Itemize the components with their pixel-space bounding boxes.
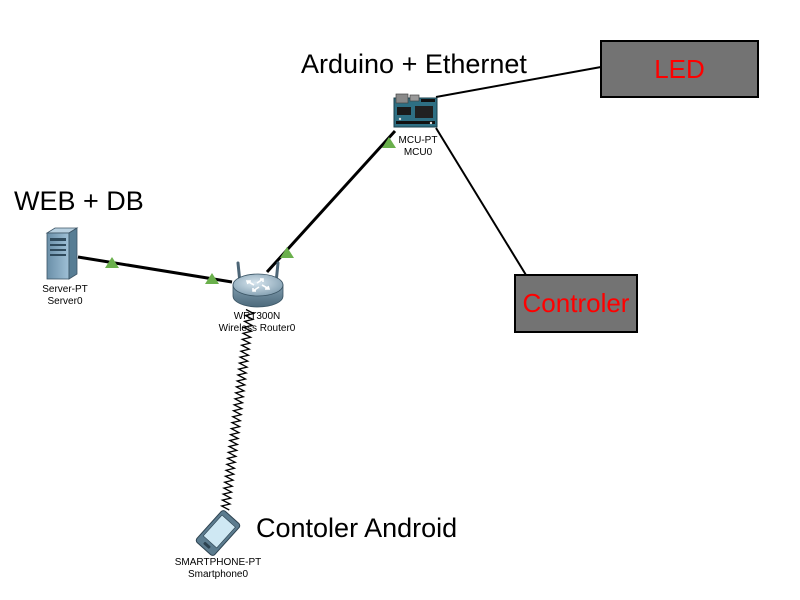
server-label: Server-PT Server0 (42, 284, 88, 308)
controler-box[interactable]: Controler (514, 274, 638, 333)
link-mcu-controler[interactable] (435, 127, 527, 276)
smartphone-icon (195, 510, 241, 556)
annotation-web-db: WEB + DB (14, 186, 144, 216)
controler-box-label: Controler (522, 288, 630, 318)
server-icon (45, 227, 79, 280)
router-name: Wireless Router0 (218, 323, 296, 334)
link-status-router-end-server (205, 273, 219, 284)
phone-name: Smartphone0 (187, 569, 249, 580)
smartphone-device[interactable] (192, 510, 244, 556)
mcu-device[interactable] (393, 93, 439, 129)
annotation-arduino: Arduino + Ethernet (301, 49, 527, 79)
mcu-board-icon (393, 93, 438, 128)
mcu-label: MCU-PT MCU0 (399, 135, 438, 159)
wireless-link-router-phone[interactable] (219, 308, 256, 511)
server-device[interactable] (45, 227, 79, 281)
link-status-mcu-end (382, 137, 396, 148)
link-server-router[interactable] (77, 255, 233, 284)
led-box-label: LED (654, 53, 705, 84)
wireless-router-device[interactable] (230, 255, 286, 309)
server-name: Server0 (47, 296, 83, 307)
router-label: WRT300N Wireless Router0 (219, 311, 296, 335)
link-router-mcu[interactable] (265, 129, 397, 274)
annotation-android: Contoler Android (256, 513, 458, 543)
led-box[interactable]: LED (600, 40, 759, 98)
phone-label: SMARTPHONE-PT Smartphone0 (175, 557, 262, 581)
router-type: WRT300N (233, 311, 281, 322)
server-type: Server-PT (42, 284, 88, 295)
wireless-router-icon (232, 261, 284, 308)
link-status-router-end-mcu (280, 247, 294, 258)
mcu-type: MCU-PT (398, 135, 438, 146)
link-status-server-end (105, 257, 119, 268)
mcu-name: MCU0 (403, 147, 433, 158)
phone-type: SMARTPHONE-PT (174, 557, 262, 568)
link-mcu-led[interactable] (435, 66, 602, 98)
